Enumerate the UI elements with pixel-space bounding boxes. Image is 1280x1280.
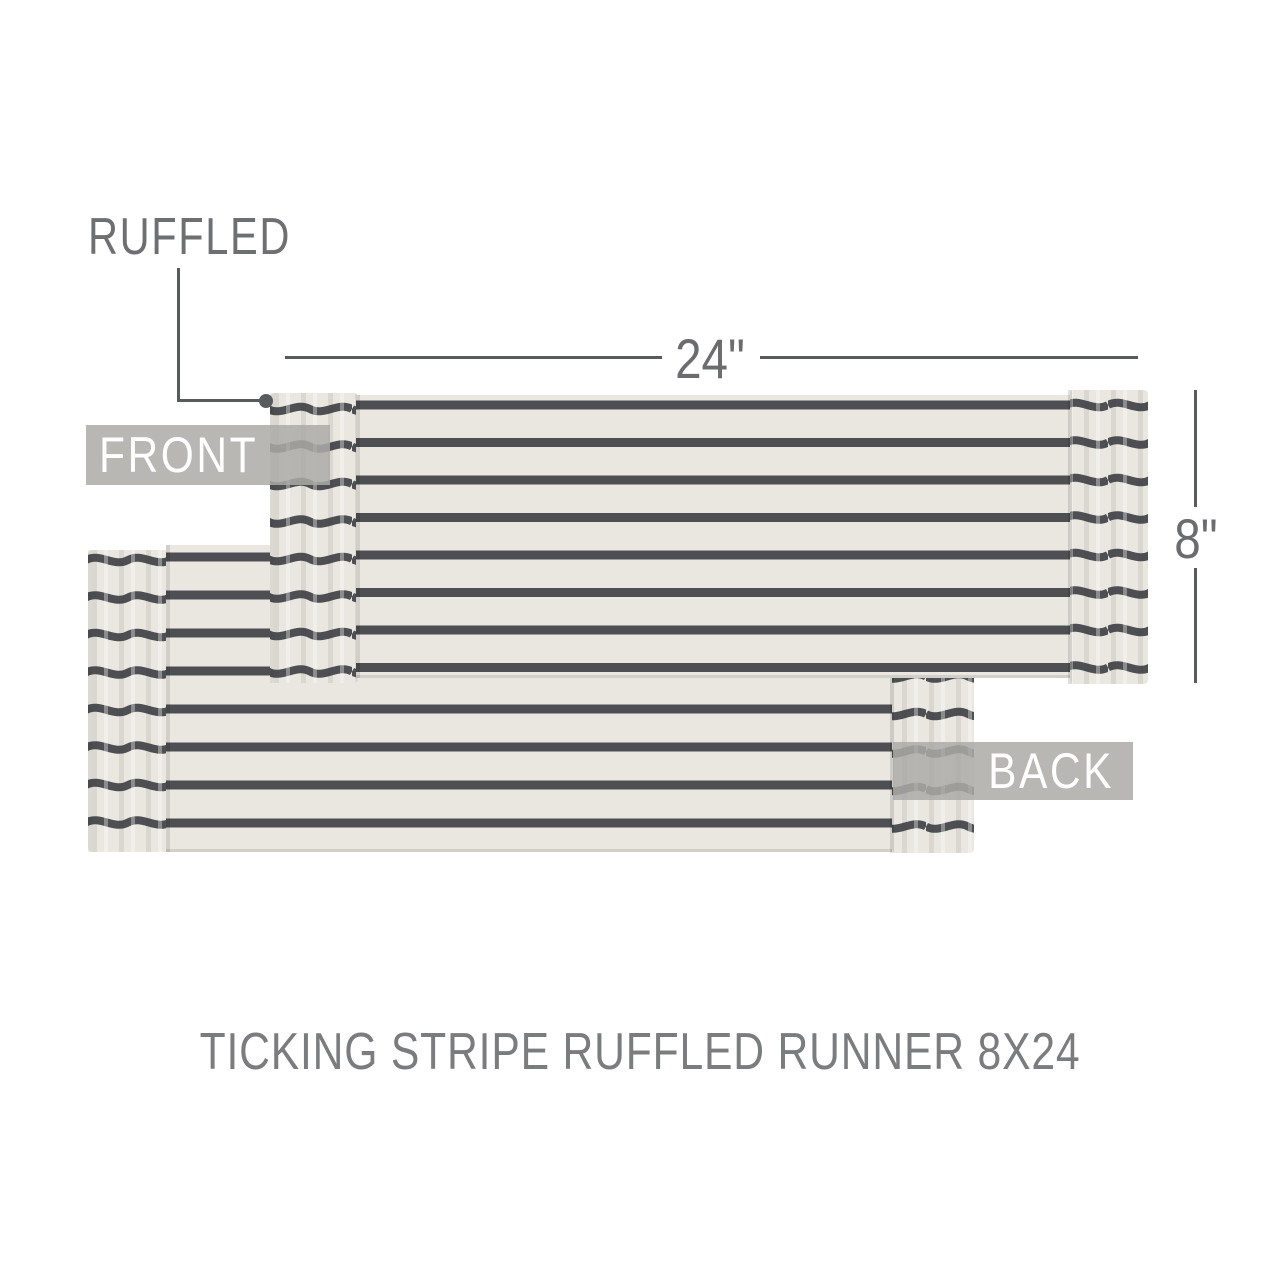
ruffled-callout-label: RUFFLED — [88, 208, 292, 266]
height-dimension-line-bottom — [1194, 568, 1197, 683]
product-caption: TICKING STRIPE RUFFLED RUNNER 8X24 — [199, 1023, 1081, 1081]
height-dimension-line-top — [1194, 390, 1197, 507]
width-dimension-value: 24" — [675, 327, 745, 390]
callout-line-vertical — [177, 268, 180, 401]
width-dimension-line-right — [760, 356, 1138, 359]
back-view-label: BACK — [988, 743, 1114, 799]
width-dimension-line-left — [285, 356, 662, 359]
callout-line-horizontal — [177, 399, 262, 402]
front-runner-image — [270, 390, 1148, 684]
back-view-badge: BACK — [893, 742, 1133, 800]
front-view-label: FRONT — [99, 427, 259, 483]
callout-dot — [259, 394, 273, 408]
front-view-badge: FRONT — [86, 425, 330, 485]
height-dimension-value: 8" — [1174, 507, 1218, 570]
